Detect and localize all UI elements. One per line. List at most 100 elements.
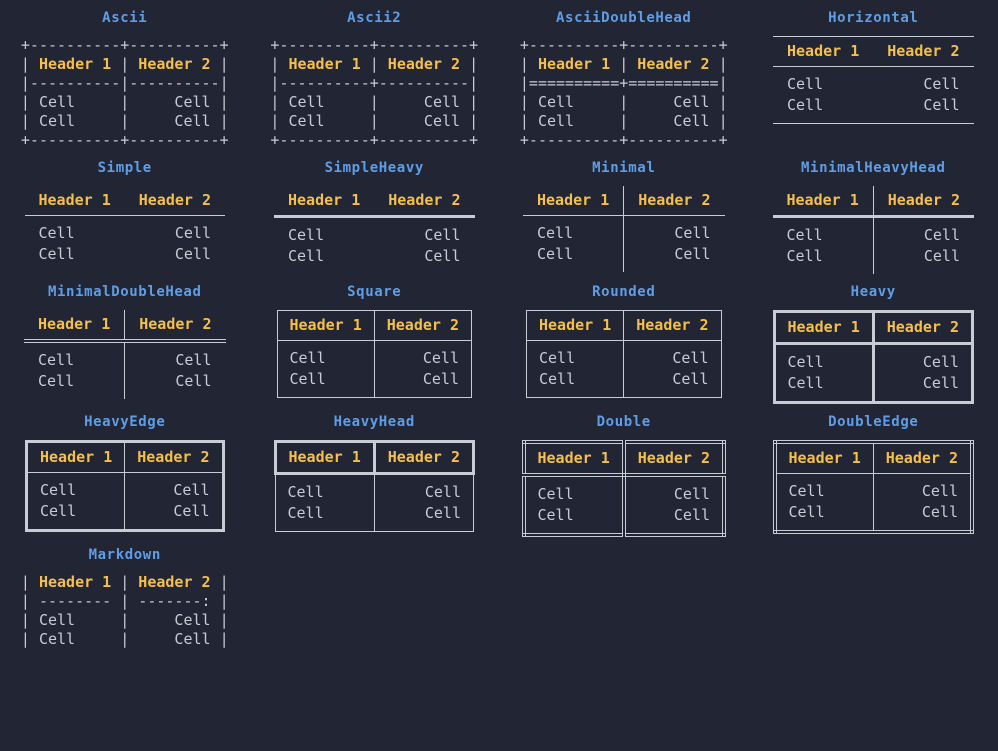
table-cell: Cell [277, 369, 375, 398]
table-cell: Cell [672, 349, 709, 367]
column-header-1: Header 1 [24, 310, 126, 343]
column-header-1: Header 1 [773, 36, 874, 67]
table-styles-grid: Ascii +----------+----------+ | Header 1 … [0, 0, 998, 649]
column-header-1: Header 1 [277, 310, 375, 341]
table-style-title: Double [596, 414, 651, 430]
column-header-1: Header 1 [24, 186, 125, 216]
table-cell: Cell [774, 502, 874, 532]
table-style-title: AsciiDoubleHead [556, 10, 692, 26]
column-header-1: Header 1 [774, 311, 875, 345]
table-cell: Cell [38, 245, 75, 263]
table-cell: Cell [922, 374, 959, 392]
column-header-2: Header 2 [374, 310, 472, 341]
table-row: Cell Cell [25, 244, 226, 272]
table-cell: Cell [275, 503, 375, 532]
column-header-1: Header 1 [523, 186, 625, 216]
table-cell: Cell [175, 372, 212, 390]
table-cell: Cell [923, 75, 960, 93]
table-cell: Cell [523, 505, 626, 535]
table-cell: Cell [523, 215, 625, 244]
table-cell: Cell [24, 341, 126, 371]
table-cell: Cell [923, 226, 960, 244]
table-cell: Cell [923, 247, 960, 265]
column-header-2: Header 2 [623, 442, 724, 477]
table-cell: Cell [275, 473, 375, 503]
table-cell: Cell [774, 373, 875, 403]
table-cell: Cell [288, 247, 325, 265]
table-style-title: Ascii [102, 10, 148, 26]
table-cell: Cell [673, 506, 710, 524]
table-cell: Cell [673, 485, 710, 503]
column-header-2: Header 2 [873, 186, 974, 218]
table-style-title: Heavy [850, 284, 896, 300]
table-cell: Cell [787, 75, 824, 93]
table-cell: Cell [774, 473, 874, 502]
column-header-1: Header 1 [772, 186, 874, 218]
table-cell: Cell [923, 96, 960, 114]
table-cell: Cell [772, 246, 874, 274]
table-cell: Cell [922, 353, 959, 371]
table-cell: Cell [424, 483, 461, 501]
table-style-card: Ascii +----------+----------+ | Header 1 … [0, 0, 250, 150]
table-cell: Cell [173, 502, 210, 520]
table-cell: Cell [38, 224, 75, 242]
column-header-2: Header 2 [124, 186, 225, 216]
table-style-card: Markdown| Header 1 | Header 2 | | ------… [0, 537, 250, 649]
table-style-title: SimpleHeavy [324, 160, 424, 176]
table-cell: Cell [523, 244, 625, 272]
table-cell: Cell [173, 481, 210, 499]
table-cell: Cell [174, 245, 211, 263]
table-cell: Cell [674, 224, 711, 242]
ascii-table: +----------+----------+ | Header 1 | Hea… [20, 36, 229, 149]
table-row: Cell Cell [523, 505, 725, 535]
column-header-2: Header 2 [873, 36, 974, 67]
column-header-1: Header 1 [26, 441, 126, 473]
ascii-table: +----------+----------+ | Header 1 | Hea… [270, 36, 479, 149]
ascii-table: +----------+----------+ | Header 1 | Hea… [519, 36, 728, 149]
table-cell: Cell [424, 504, 461, 522]
table-row: Cell Cell [773, 67, 974, 96]
table-row: Cell Cell [772, 246, 975, 274]
table-cell: Cell [526, 369, 625, 398]
table-cell: Cell [277, 340, 375, 369]
table-cell: Cell [672, 370, 709, 388]
table-style-title: Ascii2 [347, 10, 402, 26]
table-style-title: Markdown [88, 547, 161, 563]
table-style-title: Simple [97, 160, 152, 176]
table-row: Cell Cell [526, 369, 722, 398]
